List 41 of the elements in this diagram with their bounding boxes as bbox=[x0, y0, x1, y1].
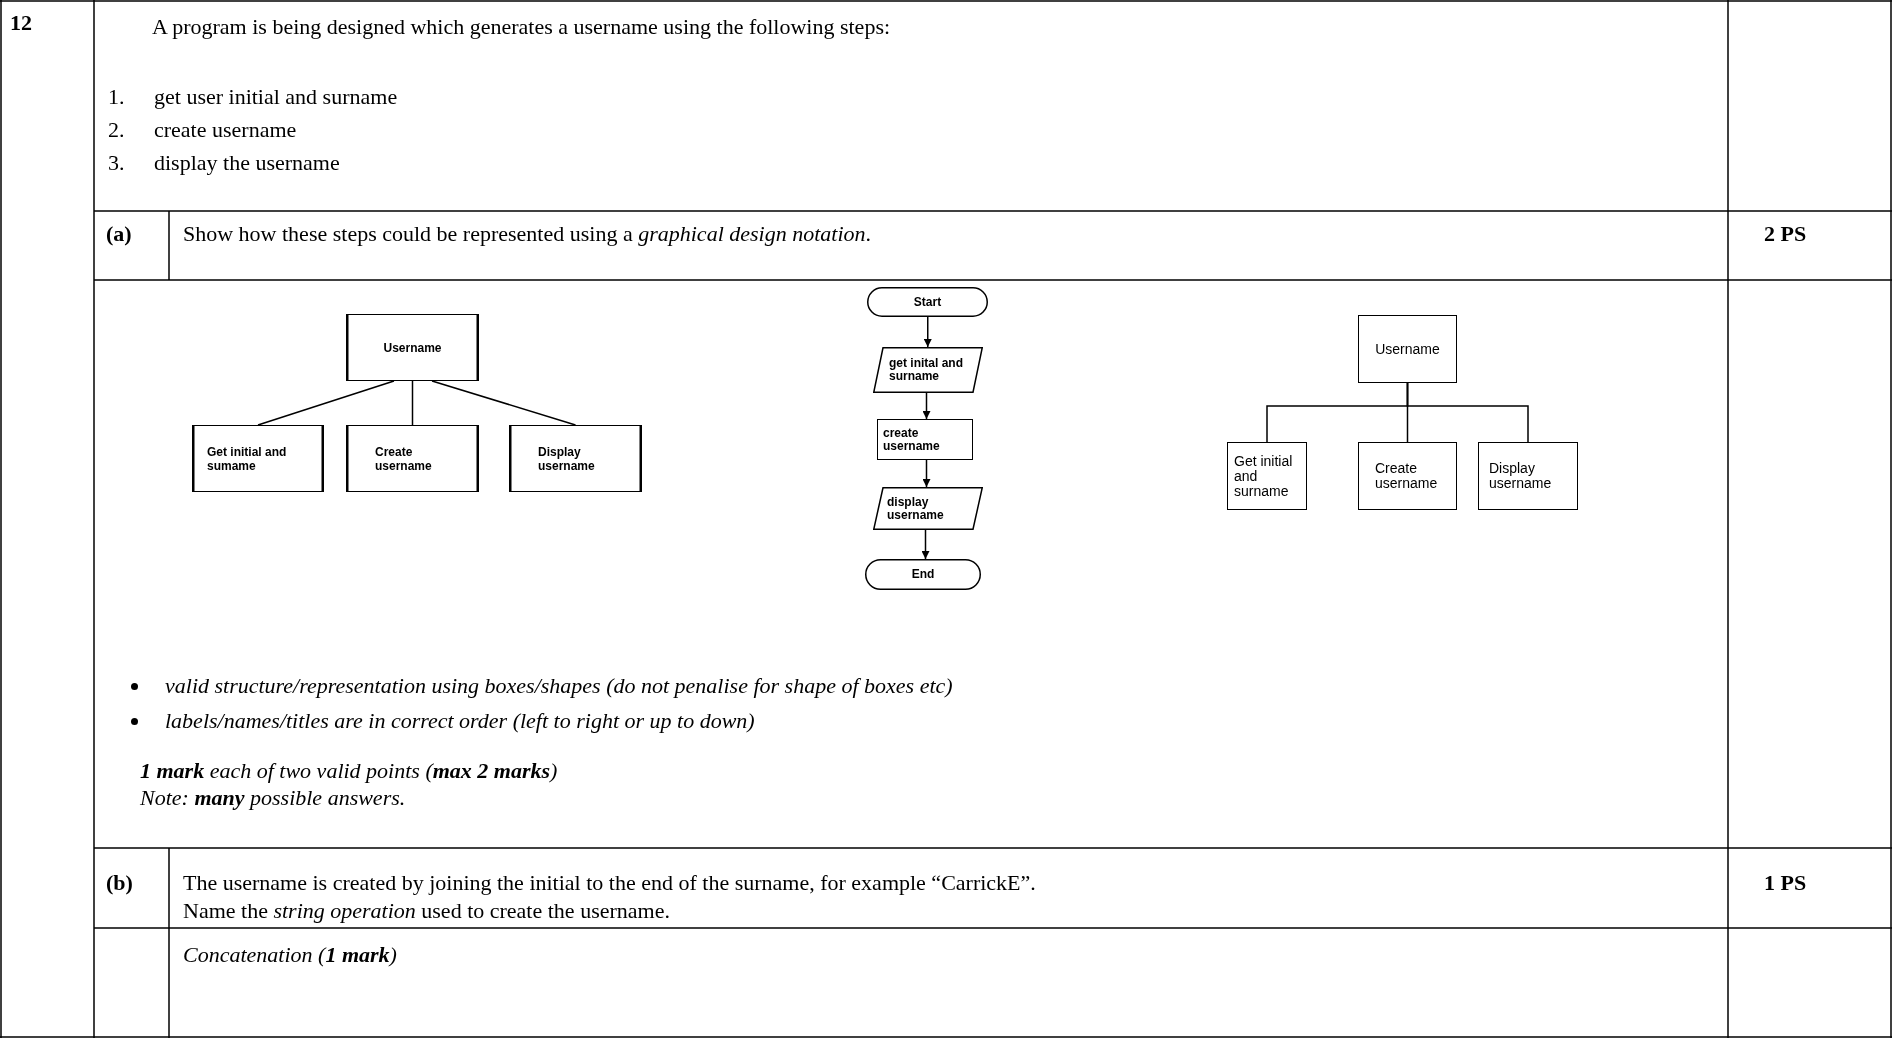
module-box: Get initial and surname bbox=[1227, 442, 1307, 510]
marks-value: 1 PS bbox=[1764, 870, 1807, 896]
part-label: (a) bbox=[106, 221, 132, 247]
arrow bbox=[922, 459, 931, 488]
mark-scheme-note: 1 mark each of two valid points (max 2 marks) bbox=[140, 758, 558, 784]
terminal-shape: Start bbox=[867, 287, 988, 317]
question-text: Name the string operation used to create the username. bbox=[183, 898, 670, 924]
connector-line bbox=[411, 380, 414, 426]
arrow bbox=[923, 316, 932, 348]
question-number: 12 bbox=[10, 10, 32, 36]
marking-point: labels/names/titles are in correct order (left to right or up to down) bbox=[165, 708, 755, 734]
mark-scheme-note: Note: many possible answers. bbox=[140, 785, 406, 811]
module-box: Create username bbox=[1358, 442, 1457, 510]
list-item: display the username bbox=[154, 150, 340, 176]
arrow bbox=[922, 392, 931, 420]
marking-point: valid structure/representation using boxes/shapes (do not penalise for shape of boxes etc) bbox=[165, 673, 953, 699]
marks-value: 2 PS bbox=[1764, 221, 1807, 247]
connector-line bbox=[257, 380, 395, 426]
connector-line bbox=[431, 380, 577, 426]
process-box: create username bbox=[877, 419, 973, 460]
question-text: Show how these steps could be represented using a graphical design notation. bbox=[183, 221, 871, 247]
terminal-shape: End bbox=[865, 559, 981, 590]
input-output-parallelogram: get inital and surname bbox=[873, 347, 983, 393]
list-number: 2. bbox=[108, 117, 125, 143]
answer-text: Concatenation (1 mark) bbox=[183, 942, 397, 968]
list-item: get user initial and surname bbox=[154, 84, 398, 110]
module-box: Display username bbox=[1478, 442, 1578, 510]
list-item: create username bbox=[154, 117, 297, 143]
list-number: 1. bbox=[108, 84, 125, 110]
module-box: Create username bbox=[346, 425, 479, 492]
module-box: Get initial and sumame bbox=[192, 425, 324, 492]
question-text: A program is being designed which generates a username using the following steps: bbox=[152, 14, 891, 40]
part-label: (b) bbox=[106, 870, 133, 896]
connector-line bbox=[1406, 382, 1529, 443]
input-output-parallelogram: display username bbox=[873, 487, 983, 530]
module-box: Display username bbox=[509, 425, 642, 492]
module-box: Username bbox=[1358, 315, 1457, 383]
list-number: 3. bbox=[108, 150, 125, 176]
module-box: Username bbox=[346, 314, 479, 381]
question-text: The username is created by joining the initial to the end of the surname, for example “CarrickE”. bbox=[183, 870, 1036, 896]
arrow bbox=[921, 529, 930, 560]
